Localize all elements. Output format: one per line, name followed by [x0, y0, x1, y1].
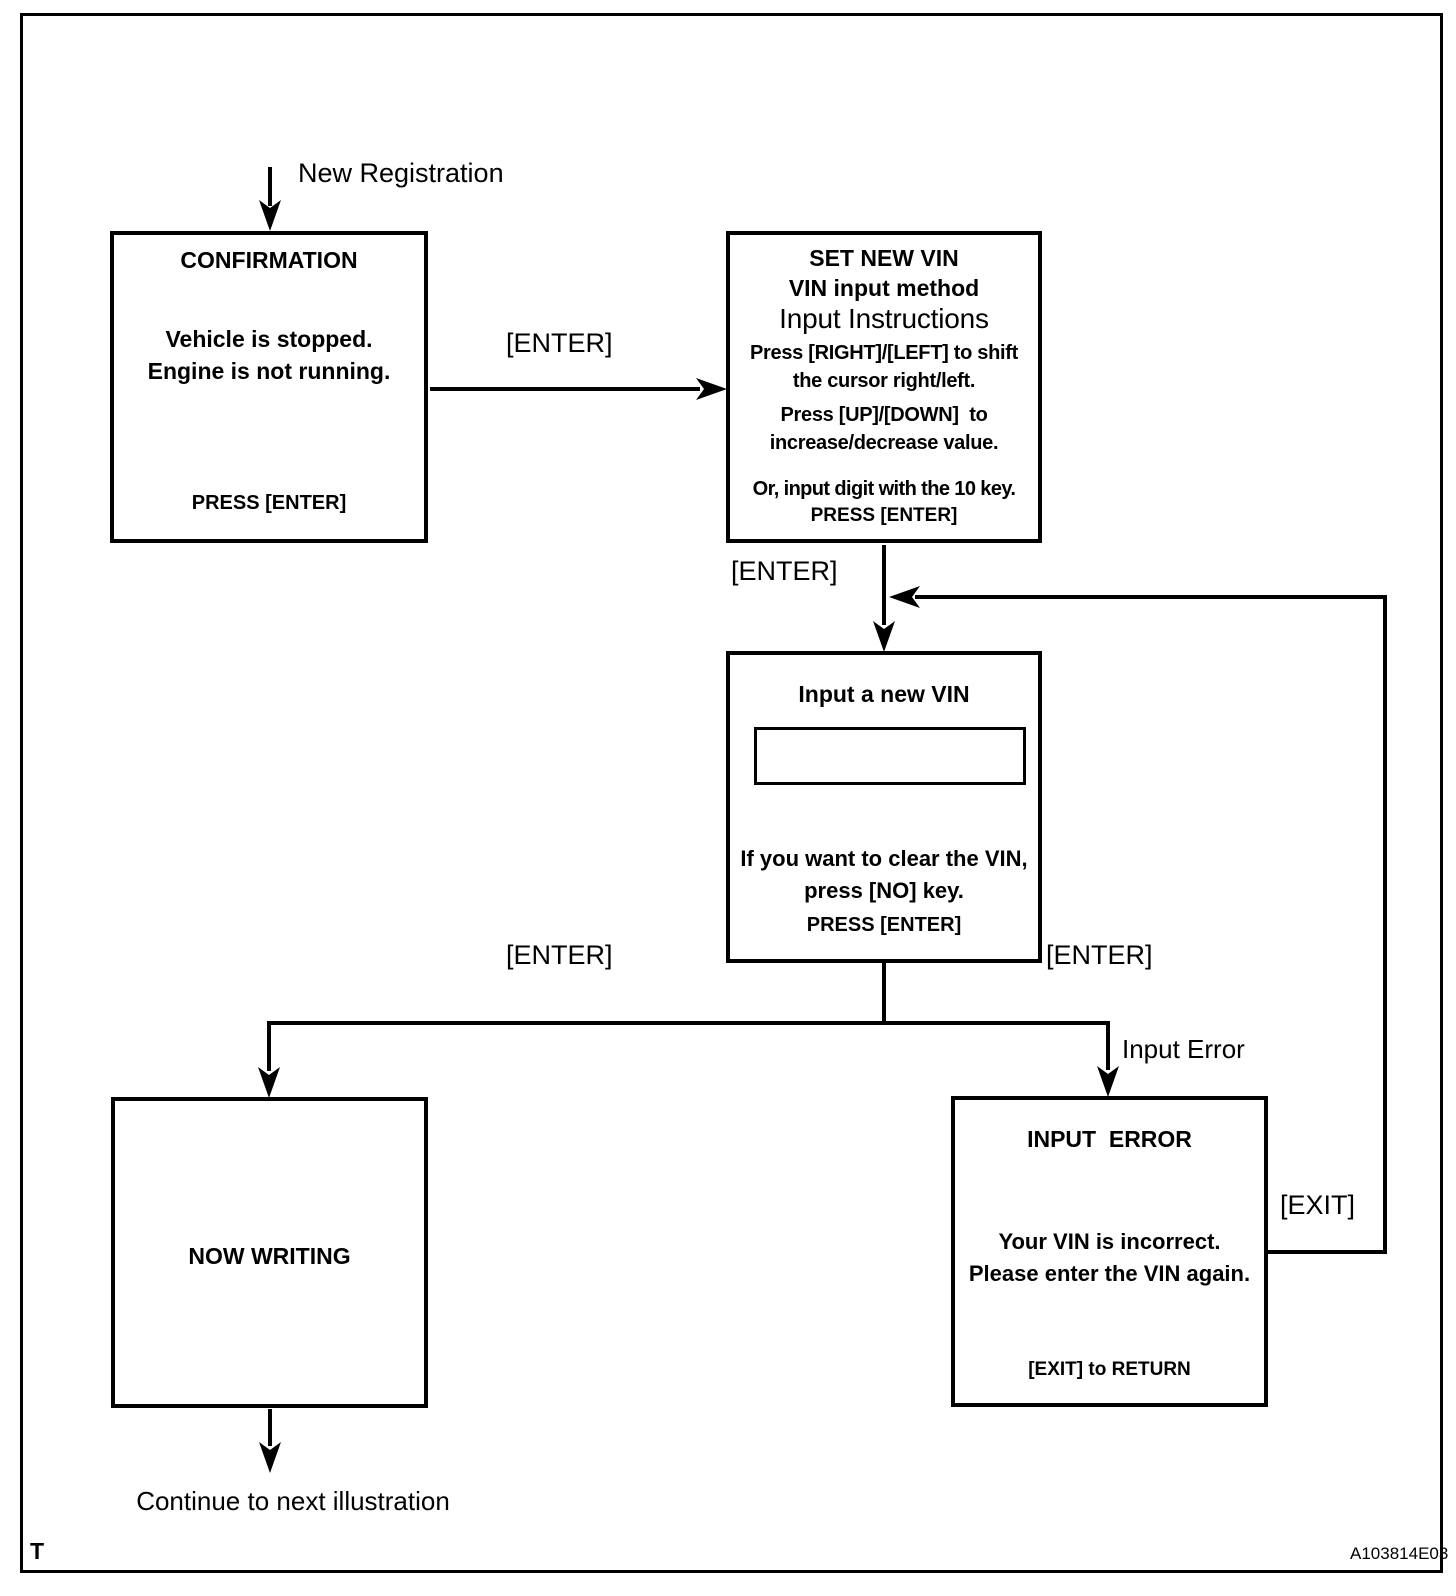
continue-label: Continue to next illustration [136, 1486, 450, 1516]
confirmation-title: CONFIRMATION [180, 247, 358, 273]
set-new-vin-subtitle: Input Instructions [779, 303, 989, 334]
arrow-continue-next [259, 1409, 281, 1473]
arrow-new-registration [259, 167, 281, 231]
edge-label-input-error: Input Error [1122, 1034, 1245, 1064]
now-writing-title: NOW WRITING [188, 1243, 351, 1269]
box-input-new-vin: Input a new VIN If you want to clear the… [726, 651, 1042, 963]
edge-label-enter-1: [ENTER] [506, 328, 613, 358]
set-new-vin-footer: PRESS [ENTER] [810, 505, 958, 526]
set-new-vin-line2: the cursor right/left. [792, 370, 976, 392]
start-label: New Registration [298, 158, 504, 188]
figure-border [20, 13, 1443, 1573]
box-input-error: INPUT ERROR Your VIN is incorrect. Pleas… [951, 1096, 1268, 1407]
confirmation-line2: Engine is not running. [147, 358, 391, 384]
arrow-set-new-vin-to-input [873, 545, 895, 652]
figure-id: A103814E03 [1350, 1544, 1449, 1563]
input-error-title: INPUT ERROR [1027, 1126, 1192, 1152]
input-new-vin-line1: If you want to clear the VIN, [740, 846, 1028, 871]
edge-label-enter-3: [ENTER] [506, 940, 613, 970]
box-now-writing: NOW WRITING [111, 1097, 428, 1408]
input-new-vin-footer: PRESS [ENTER] [806, 914, 962, 936]
box-confirmation: CONFIRMATION Vehicle is stopped. Engine … [110, 231, 428, 543]
edge-label-enter-4: [ENTER] [1046, 940, 1153, 970]
box-set-new-vin: SET NEW VIN VIN input method Input Instr… [726, 231, 1042, 543]
input-error-footer: [EXIT] to RETURN [1028, 1359, 1191, 1380]
input-error-line2: Please enter the VIN again. [968, 1261, 1251, 1286]
arrow-exit-return-path [889, 586, 1387, 1254]
vin-input-field [754, 727, 1026, 785]
set-new-vin-title2: VIN input method [788, 275, 980, 301]
branch-connector [258, 961, 1119, 1098]
confirmation-footer: PRESS [ENTER] [191, 492, 347, 514]
corner-t-label: T [30, 1538, 45, 1564]
input-new-vin-line2: press [NO] key. [804, 878, 964, 903]
set-new-vin-line4: increase/decrease value. [769, 432, 999, 454]
edge-label-exit: [EXIT] [1280, 1190, 1356, 1220]
arrow-confirmation-to-set-new-vin [430, 378, 727, 400]
set-new-vin-line1: Press [RIGHT]/[LEFT] to shift [750, 342, 1018, 364]
set-new-vin-title1: SET NEW VIN [809, 245, 959, 271]
input-error-line1: Your VIN is incorrect. [998, 1229, 1221, 1254]
input-new-vin-title: Input a new VIN [798, 681, 970, 707]
confirmation-line1: Vehicle is stopped. [165, 326, 373, 352]
set-new-vin-line5: Or, input digit with the 10 key. [752, 478, 1016, 500]
set-new-vin-line3: Press [UP]/[DOWN] to [780, 404, 988, 426]
edge-label-enter-2: [ENTER] [731, 556, 838, 586]
